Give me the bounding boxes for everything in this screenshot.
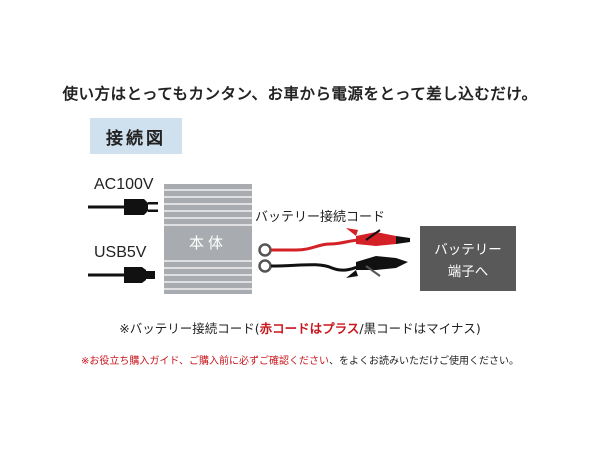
usb-plug-icon — [88, 267, 155, 283]
main-unit-label: 本体 — [188, 234, 227, 252]
cord-note: ※バッテリー接続コード(赤コードはプラス/黒コードはマイナス) — [0, 318, 600, 337]
caution-red: ※お役立ち購入ガイド、ご購入前に必ずご確認ください — [81, 356, 329, 367]
usb-label: USB5V — [94, 244, 147, 261]
diagram-title-box: 接続図 — [90, 118, 182, 154]
diagram-title: 接続図 — [106, 128, 166, 149]
main-unit-stripes — [164, 189, 252, 290]
main-unit — [164, 184, 252, 294]
battery-cable-icon — [258, 228, 410, 278]
cord-label: バッテリー接続コード — [255, 210, 386, 225]
black-ring-terminal-icon — [258, 259, 272, 273]
ac-label: AC100V — [94, 176, 154, 193]
cord-note-suffix: /黒コードはマイナス) — [359, 321, 481, 336]
red-clip-icon — [346, 228, 410, 246]
terminal-label-line-1: バッテリー — [434, 242, 502, 258]
ac-plug-icon — [88, 199, 158, 215]
red-ring-terminal-icon — [258, 243, 272, 257]
terminal-label-line-2: 端子へ — [447, 264, 489, 280]
black-cord — [270, 263, 361, 272]
red-cord — [271, 238, 361, 252]
caution-dark: 、をよくお読みいただけご使用ください。 — [328, 356, 519, 367]
black-clip-icon — [346, 256, 408, 278]
caution-line: ※お役立ち購入ガイド、ご購入前に必ずご確認ください、をよくお読みいただけご使用く… — [0, 352, 600, 367]
cord-note-prefix: ※バッテリー接続コード( — [119, 321, 260, 336]
headline: 使い方はとってもカンタン、お車から電源をとって差し込むだけ。 — [62, 85, 538, 103]
cord-note-red: 赤コードはプラス — [259, 321, 360, 336]
battery-terminal-box: バッテリー 端子へ — [420, 226, 516, 291]
